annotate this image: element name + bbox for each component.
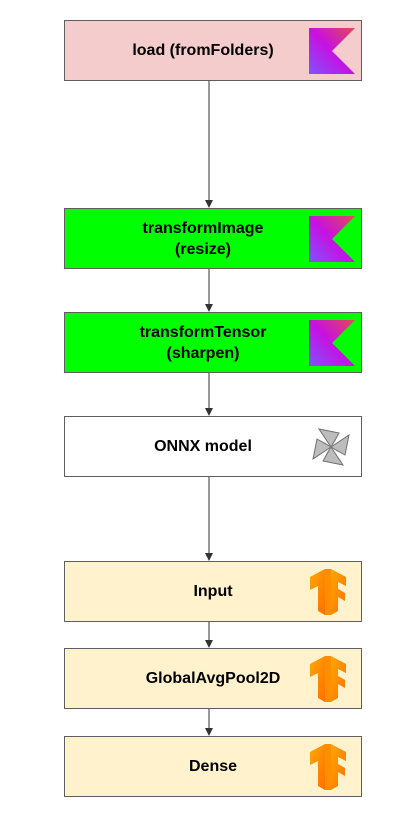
node-input: Input [64, 561, 362, 622]
node-transform-tensor: transformTensor (sharpen) [64, 312, 362, 373]
node-label: transformImage (resize) [142, 219, 264, 258]
node-label: load (fromFolders) [132, 42, 274, 59]
kotlin-logo-icon [309, 27, 355, 74]
node-onnx-model: ONNX model [64, 416, 362, 477]
kotlin-logo-icon [309, 319, 355, 366]
node-label: ONNX model [154, 438, 252, 455]
node-global-avg-pool: GlobalAvgPool2D [64, 648, 362, 709]
node-transform-image: transformImage (resize) [64, 208, 362, 269]
node-label: GlobalAvgPool2D [145, 670, 281, 687]
node-label: Dense [188, 758, 238, 775]
onnx-logo-icon [312, 427, 350, 466]
node-label: transformTensor (sharpen) [139, 323, 267, 362]
node-load: load (fromFolders) [64, 20, 362, 81]
kotlin-logo-icon [309, 215, 355, 262]
node-label: Input [193, 583, 233, 600]
tensorflow-logo-icon [310, 655, 346, 702]
tensorflow-logo-icon [310, 568, 346, 615]
node-dense: Dense [64, 736, 362, 797]
tensorflow-logo-icon [310, 743, 346, 790]
